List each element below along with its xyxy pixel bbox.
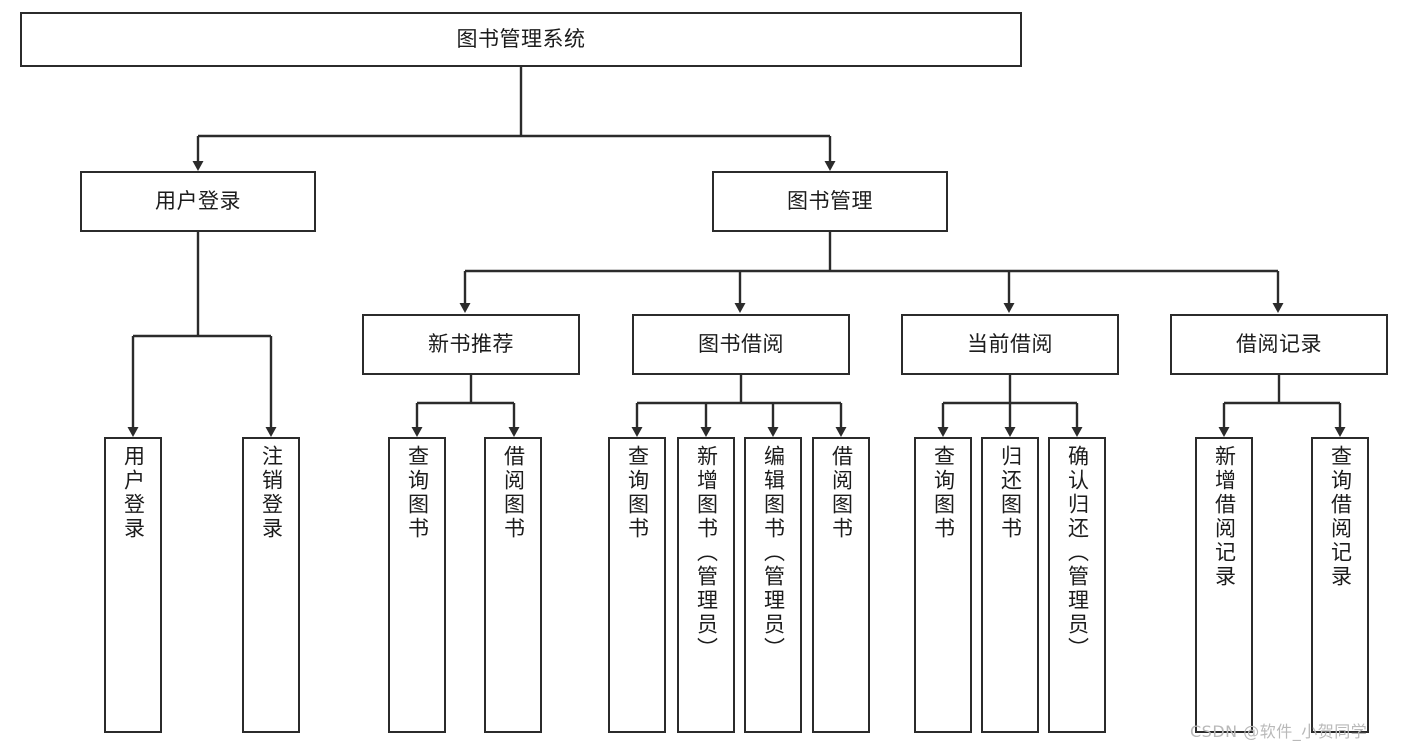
node-label: 用户登录 [121, 445, 146, 541]
node-label: 图书管理 [787, 188, 873, 213]
node-label: 借阅记录 [1236, 331, 1322, 356]
node-label: 图书管理系统 [456, 26, 586, 51]
node-label: 新增图书（管理员） [694, 445, 719, 661]
node-label: 确认归还（管理员） [1065, 445, 1090, 661]
node-label: 归还图书 [998, 445, 1023, 541]
node-current-borrow[interactable]: 当前借阅 [901, 314, 1119, 375]
node-root-book-management-system[interactable]: 图书管理系统 [20, 12, 1022, 67]
node-leaf-query-book-recommend[interactable]: 查询图书 [388, 437, 446, 733]
node-label: 借阅图书 [829, 445, 854, 541]
node-leaf-borrow-book[interactable]: 借阅图书 [812, 437, 870, 733]
node-label: 用户登录 [155, 188, 241, 213]
node-borrow-record[interactable]: 借阅记录 [1170, 314, 1388, 375]
node-leaf-user-login[interactable]: 用户登录 [104, 437, 162, 733]
node-leaf-query-borrow-record[interactable]: 查询借阅记录 [1311, 437, 1369, 733]
node-leaf-add-book-admin[interactable]: 新增图书（管理员） [677, 437, 735, 733]
csdn-watermark: CSDN @软件_小贺同学 [1190, 722, 1368, 741]
node-label: 查询图书 [625, 445, 650, 541]
node-label: 查询图书 [405, 445, 430, 541]
node-label: 图书借阅 [698, 331, 784, 356]
node-user-login[interactable]: 用户登录 [80, 171, 316, 232]
node-new-book-recommend[interactable]: 新书推荐 [362, 314, 580, 375]
node-leaf-add-borrow-record[interactable]: 新增借阅记录 [1195, 437, 1253, 733]
node-leaf-query-book-borrow[interactable]: 查询图书 [608, 437, 666, 733]
node-label: 新增借阅记录 [1212, 445, 1237, 589]
node-leaf-edit-book-admin[interactable]: 编辑图书（管理员） [744, 437, 802, 733]
node-book-management[interactable]: 图书管理 [712, 171, 948, 232]
node-label: 当前借阅 [967, 331, 1053, 356]
node-label: 查询借阅记录 [1328, 445, 1353, 589]
node-label: 编辑图书（管理员） [761, 445, 786, 661]
node-leaf-query-book-current[interactable]: 查询图书 [914, 437, 972, 733]
node-leaf-confirm-return-admin[interactable]: 确认归还（管理员） [1048, 437, 1106, 733]
node-leaf-borrow-book-recommend[interactable]: 借阅图书 [484, 437, 542, 733]
node-label: 查询图书 [931, 445, 956, 541]
node-label: 新书推荐 [428, 331, 514, 356]
node-book-borrow[interactable]: 图书借阅 [632, 314, 850, 375]
node-label: 借阅图书 [501, 445, 526, 541]
node-leaf-return-book[interactable]: 归还图书 [981, 437, 1039, 733]
node-label: 注销登录 [259, 445, 284, 541]
node-leaf-user-logout[interactable]: 注销登录 [242, 437, 300, 733]
